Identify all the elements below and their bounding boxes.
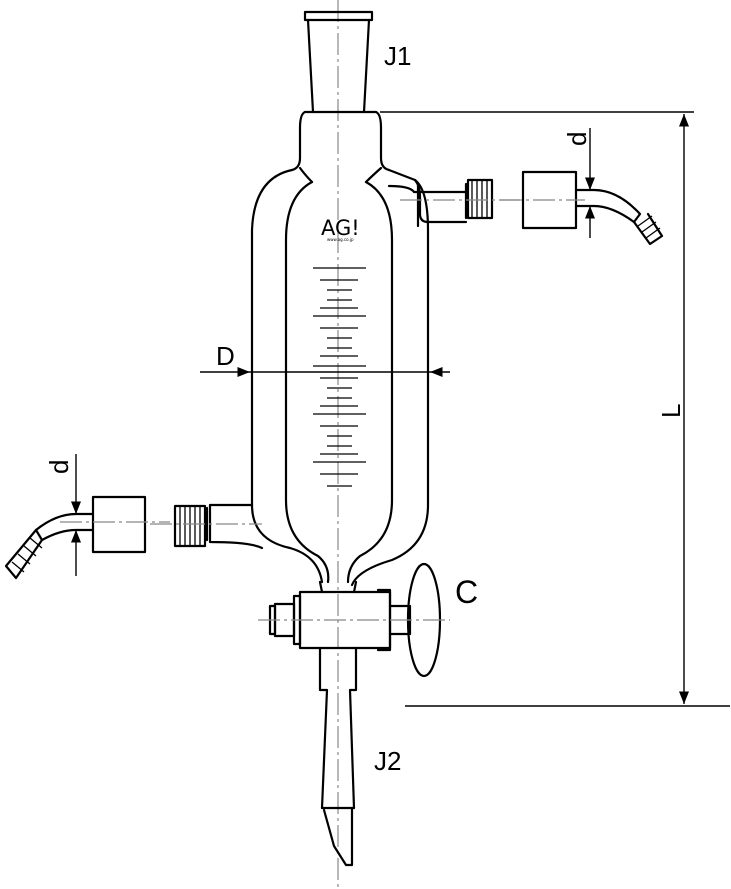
label-j2: J2 <box>374 746 401 776</box>
stopcock <box>258 562 450 678</box>
right-side-arm <box>387 178 520 228</box>
dimension-D: D <box>200 341 450 378</box>
label-D: D <box>216 341 235 371</box>
left-hose-connector <box>4 495 170 580</box>
dimension-d-right: d <box>562 128 596 238</box>
top-joint <box>303 10 378 114</box>
label-j1: J1 <box>384 41 411 71</box>
dimension-d-left: d <box>44 454 82 576</box>
logo-url: www.ag.co.jp <box>327 237 354 242</box>
label-d-left: d <box>44 460 74 474</box>
dimension-L: L <box>380 111 730 707</box>
label-L: L <box>656 404 686 418</box>
right-hose-connector <box>500 170 664 246</box>
logo-text: AG! <box>321 216 360 240</box>
left-side-arm <box>150 503 264 550</box>
funnel-body <box>250 110 430 594</box>
label-d-right: d <box>562 132 592 146</box>
bottom-stem <box>318 646 358 867</box>
graduation-scale <box>313 267 366 487</box>
label-c: C <box>455 574 478 610</box>
